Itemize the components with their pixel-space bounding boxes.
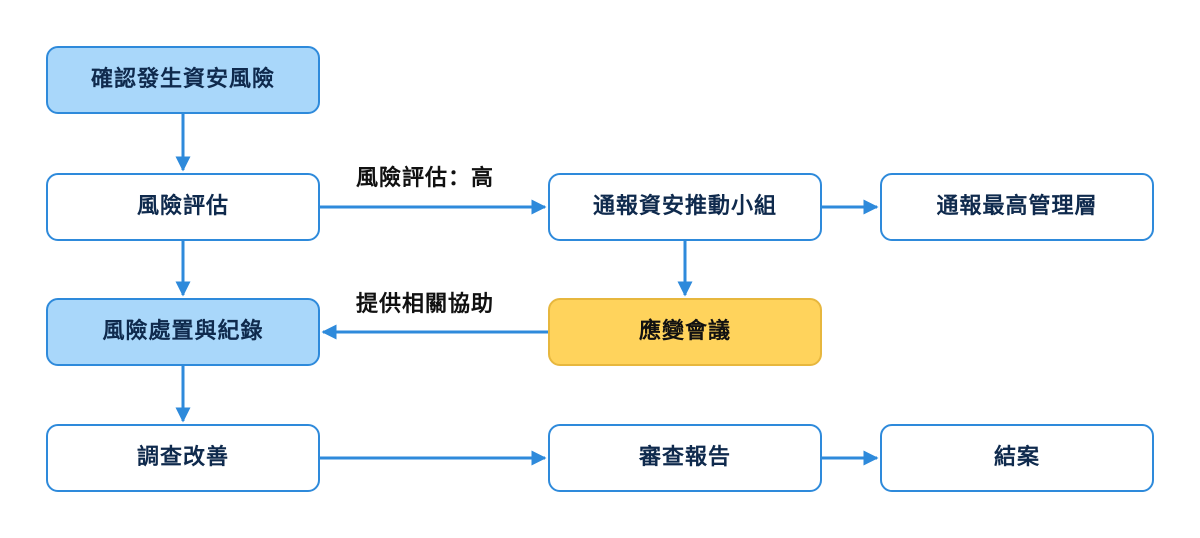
node-investigate-improve-label: 調查改善	[136, 444, 229, 470]
node-review-report: 審查報告	[548, 424, 822, 492]
node-confirm-risk: 確認發生資安風險	[46, 46, 320, 114]
node-response-meeting-label: 應變會議	[638, 318, 731, 344]
node-notify-team: 通報資安推動小組	[548, 173, 822, 241]
edge-label-risk-high: 風險評估：高	[356, 166, 495, 191]
node-investigate-improve: 調查改善	[46, 424, 320, 492]
node-confirm-risk-label: 確認發生資安風險	[90, 66, 275, 92]
node-notify-top-management-label: 通報最高管理層	[936, 193, 1098, 219]
node-risk-handling-label: 風險處置與紀錄	[102, 318, 264, 344]
node-risk-handling: 風險處置與紀錄	[46, 298, 320, 366]
node-close-case: 結案	[880, 424, 1154, 492]
node-response-meeting: 應變會議	[548, 298, 822, 366]
node-risk-assessment-label: 風險評估	[136, 193, 229, 219]
node-notify-top-management: 通報最高管理層	[880, 173, 1154, 241]
edge-label-assist: 提供相關協助	[356, 292, 495, 317]
node-review-report-label: 審查報告	[638, 444, 731, 470]
node-close-case-label: 結案	[993, 444, 1040, 470]
node-risk-assessment: 風險評估	[46, 173, 320, 241]
node-notify-team-label: 通報資安推動小組	[592, 193, 777, 219]
